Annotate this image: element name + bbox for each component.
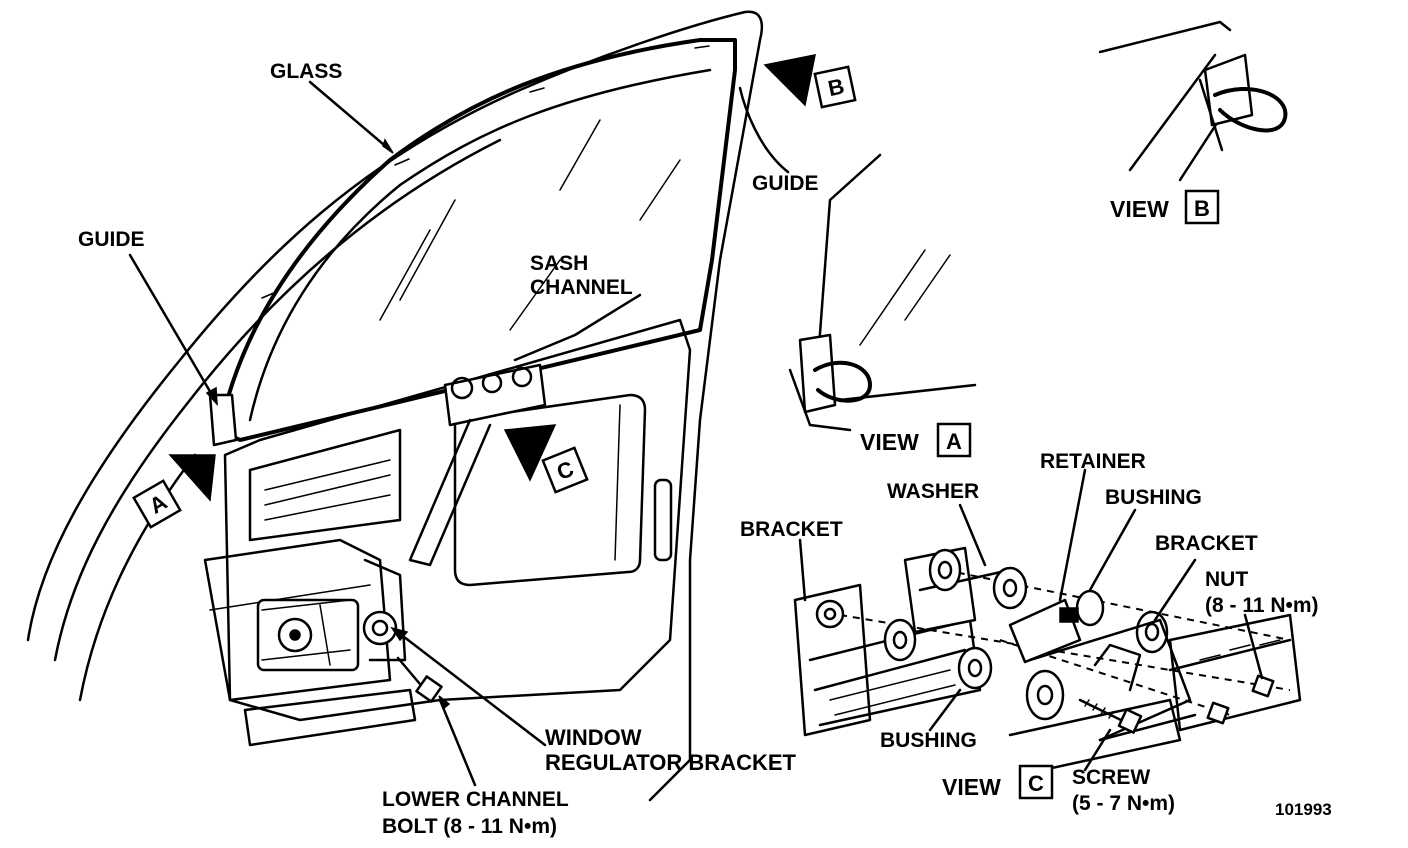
door-assembly — [26, 10, 764, 802]
view-b-word: VIEW — [1110, 196, 1169, 222]
label-nut: NUT — [1205, 568, 1248, 591]
label-screw-torque: (5 - 7 N•m) — [1072, 792, 1175, 815]
label-guide-top: GUIDE — [752, 172, 819, 195]
screw — [1078, 698, 1143, 734]
sash-channel — [408, 363, 547, 567]
callout-arrow-a: A — [132, 454, 216, 529]
label-nut-torque: (8 - 11 N•m) — [1205, 594, 1319, 617]
label-lower-channel-bolt: BOLT (8 - 11 N•m) — [382, 815, 557, 838]
labels: GLASS GUIDE GUIDE SASH CHANNEL WINDOW RE… — [78, 60, 1319, 838]
label-lower-channel: LOWER CHANNEL — [382, 788, 569, 811]
view-b-detail — [1098, 20, 1288, 182]
label-channel: CHANNEL — [530, 276, 633, 299]
label-bushing-bottom: BUSHING — [880, 729, 977, 752]
callout-letter-b: B — [826, 73, 847, 101]
label-bracket-right: BRACKET — [1155, 532, 1258, 555]
label-bushing-top: BUSHING — [1105, 486, 1202, 509]
leader-lines — [128, 80, 1264, 787]
label-retainer: RETAINER — [1040, 450, 1146, 473]
label-screw: SCREW — [1072, 766, 1150, 789]
view-a-letter: A — [946, 429, 962, 454]
nut — [1206, 674, 1275, 725]
view-b-title: VIEW B — [1110, 189, 1220, 225]
callout-arrow-b: B — [763, 54, 857, 109]
label-glass: GLASS — [270, 60, 342, 83]
window-regulator — [256, 558, 407, 672]
view-c-letter: C — [1028, 771, 1044, 796]
view-a-word: VIEW — [860, 429, 919, 455]
view-b-letter: B — [1194, 196, 1210, 221]
callout-arrow-c: C — [503, 424, 589, 494]
view-c-word: VIEW — [942, 774, 1001, 800]
lower-channel-bolt — [396, 656, 443, 703]
label-window: WINDOW — [545, 725, 642, 750]
view-a-detail — [788, 153, 977, 432]
label-guide-left: GUIDE — [78, 228, 145, 251]
view-c-title: VIEW C — [942, 764, 1054, 800]
figure-number: 101993 — [1275, 800, 1332, 819]
view-c-detail — [793, 546, 1302, 777]
view-a-title: VIEW A — [860, 422, 972, 458]
label-bracket-left: BRACKET — [740, 518, 843, 541]
label-regulator-bracket: REGULATOR BRACKET — [545, 750, 797, 775]
label-washer: WASHER — [887, 480, 979, 503]
label-sash: SASH — [530, 252, 588, 275]
